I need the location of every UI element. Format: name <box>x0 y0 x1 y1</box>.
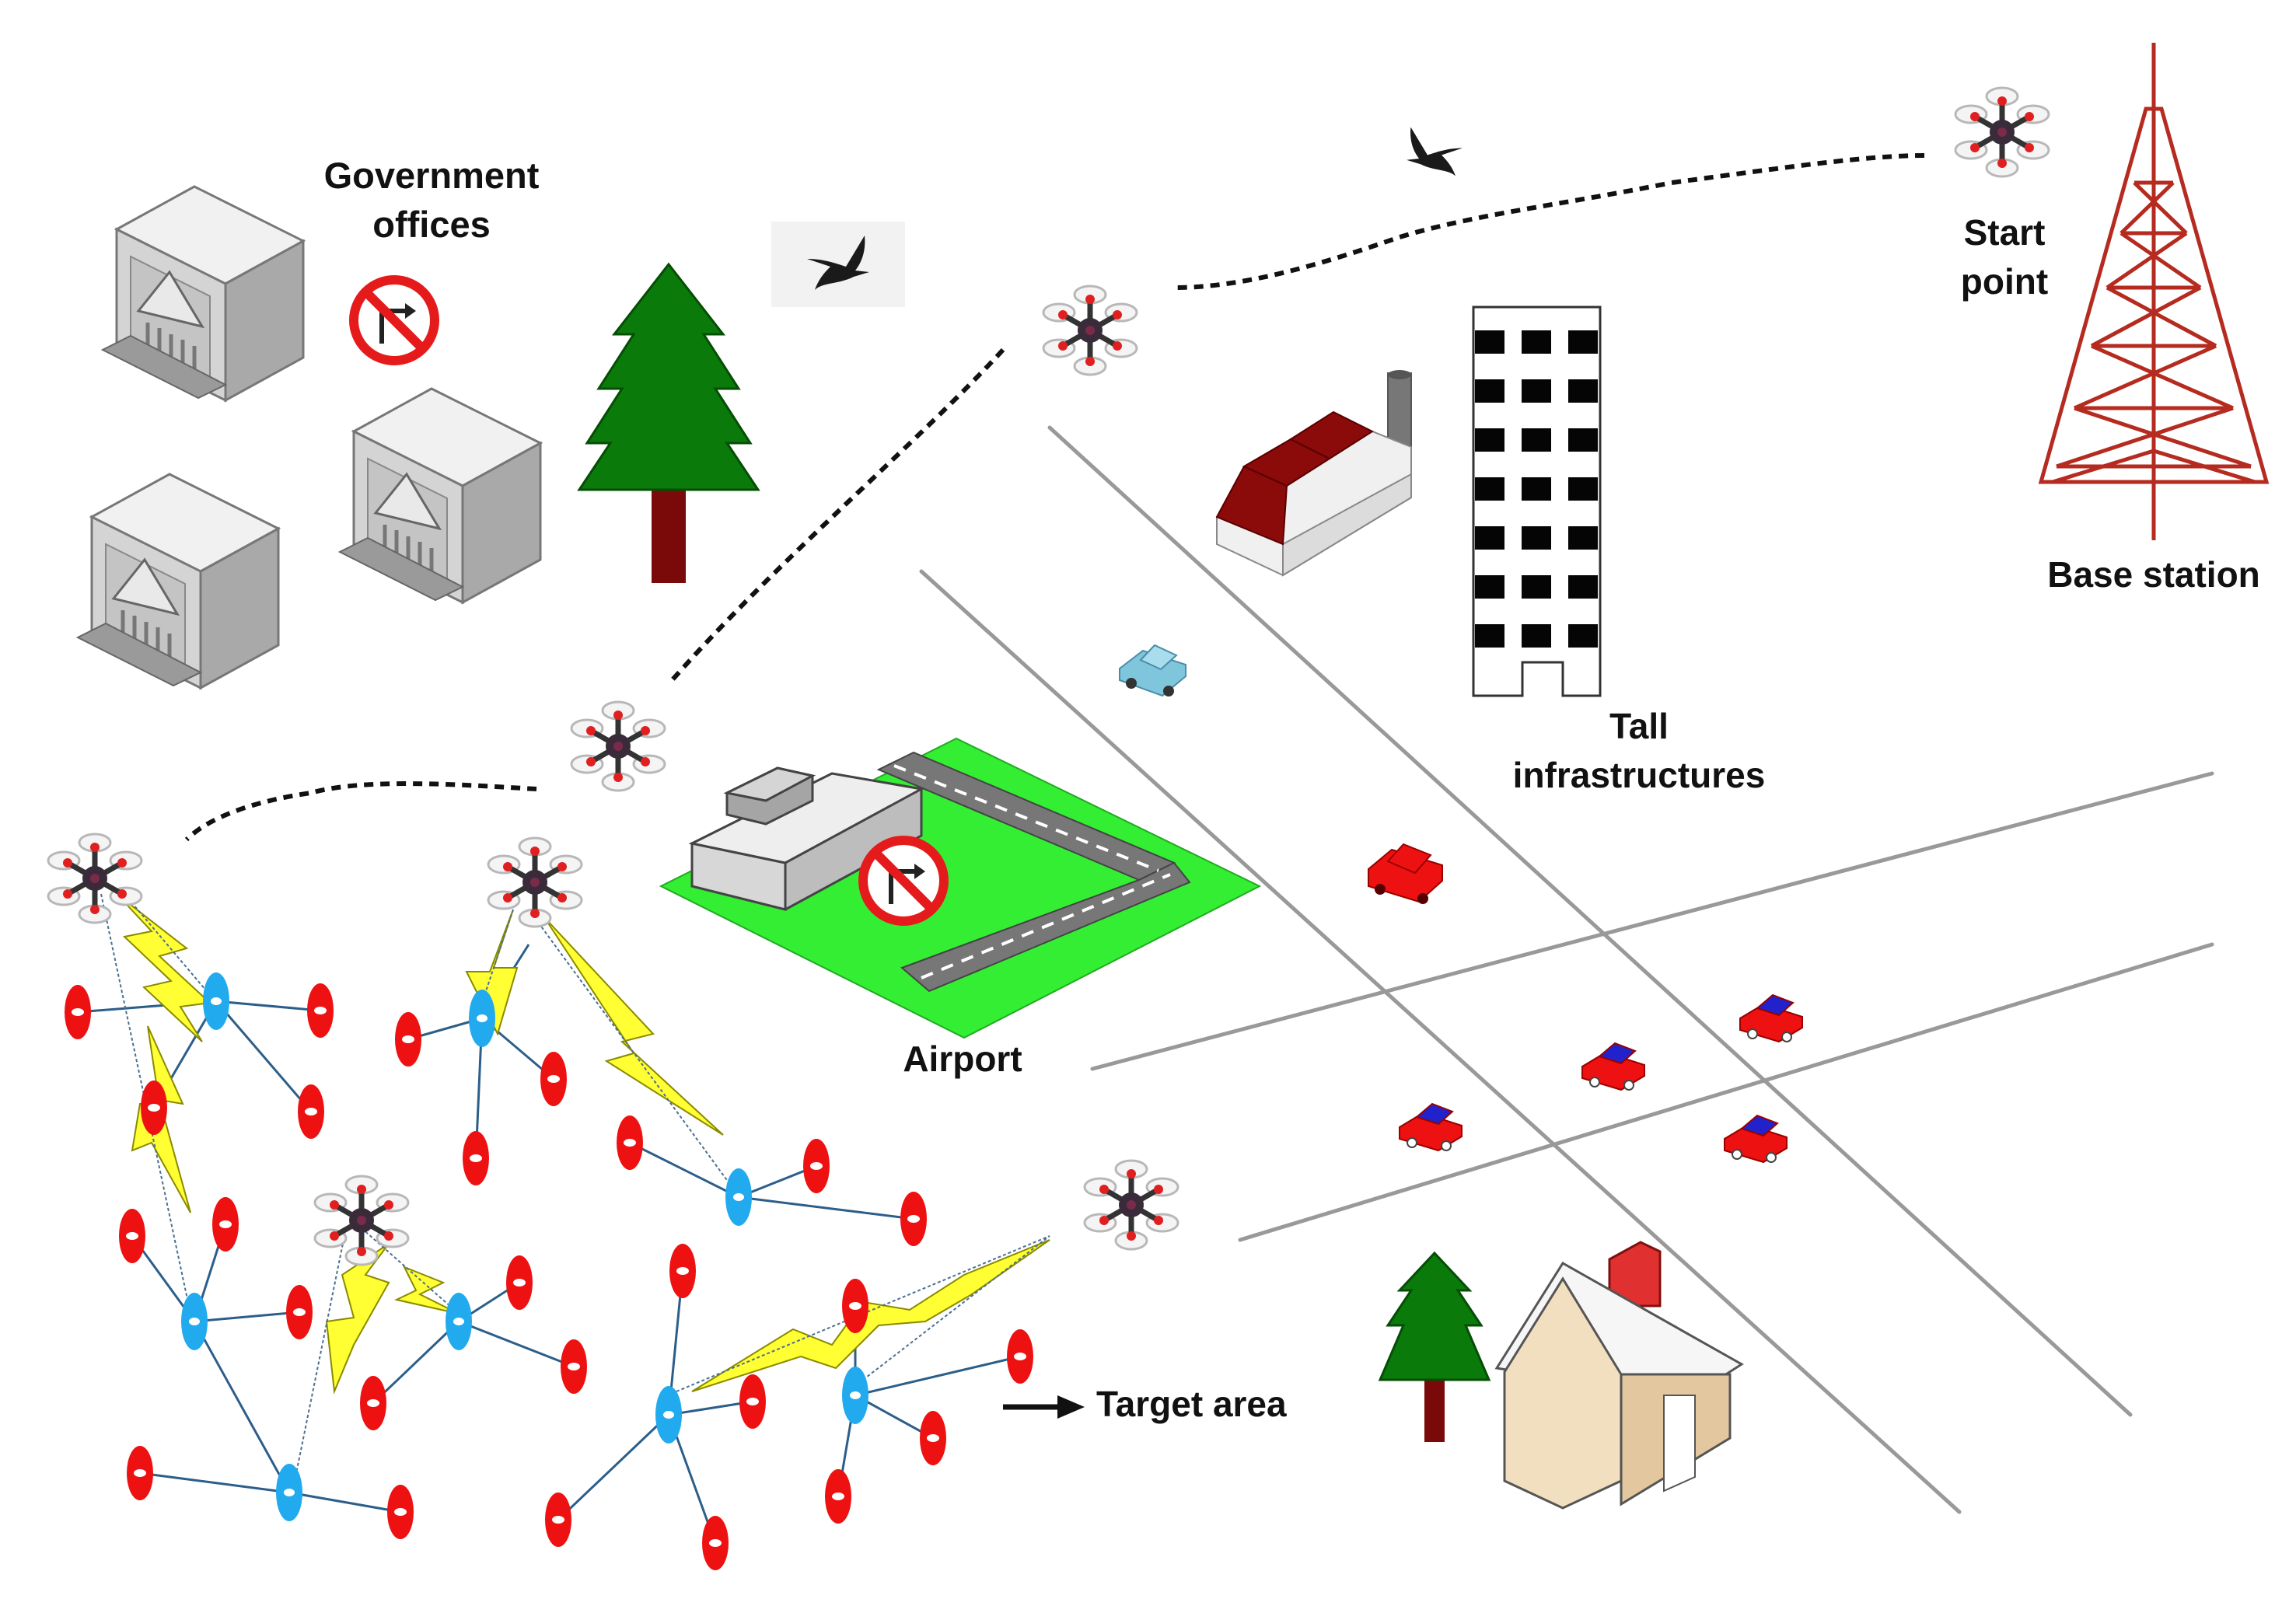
no-entry-sign-icon <box>354 280 435 361</box>
sensor-node-icon <box>1007 1329 1033 1384</box>
cluster-head-icon <box>725 1168 752 1226</box>
sensor-node-icon <box>387 1485 414 1539</box>
sensor-node-icon <box>920 1411 946 1465</box>
sensor-node-icon <box>212 1197 239 1252</box>
sensor-node-icon <box>545 1493 571 1547</box>
sensor-node-icon <box>803 1139 830 1193</box>
government-offices-label-2: offices <box>372 204 491 245</box>
cluster-head-icon <box>469 990 495 1047</box>
factory-icon <box>1215 370 1412 577</box>
drone-icon <box>315 1176 408 1265</box>
sensor-node-icon <box>307 983 334 1038</box>
sensor-node-icon <box>540 1052 567 1106</box>
sensor-node-icon <box>360 1376 386 1430</box>
sensor-node-icon <box>739 1374 766 1429</box>
sensor-node-icon <box>506 1255 533 1310</box>
sensor-node-icon <box>825 1469 851 1524</box>
drone-icon <box>571 702 665 791</box>
tree-icon <box>577 262 760 583</box>
bird-icon <box>1407 127 1463 176</box>
sensor-node-icon <box>463 1131 489 1185</box>
sensor-node-icon <box>298 1084 324 1139</box>
car-icon <box>1739 994 1803 1042</box>
building-icon <box>340 389 540 602</box>
arrow-icon <box>1003 1395 1085 1419</box>
drone-icon <box>1085 1161 1178 1249</box>
sensor-node-icon <box>669 1244 696 1298</box>
building-icon <box>103 187 303 400</box>
cluster-head-icon <box>276 1464 302 1521</box>
cluster-head-icon <box>655 1386 682 1444</box>
sensor-node-icon <box>141 1081 167 1135</box>
sensor-node-icon <box>286 1285 313 1339</box>
cluster-head-icon <box>203 972 229 1030</box>
tall-building-icon <box>1472 305 1602 697</box>
sensor-node-icon <box>561 1339 587 1394</box>
car-icon <box>1119 644 1186 697</box>
airport-label: Airport <box>903 1039 1022 1079</box>
sensor-node-icon <box>900 1192 927 1246</box>
sensor-node-icon <box>395 1012 421 1067</box>
sensor-node-icon <box>119 1209 145 1263</box>
target-area-label: Target area <box>1096 1384 1287 1424</box>
drone-icon <box>1955 88 2049 176</box>
sensor-node-icon <box>127 1446 153 1500</box>
start-point-label: Start <box>1964 212 2046 253</box>
sensor-node-icon <box>842 1279 868 1333</box>
cluster-head-icon <box>842 1367 868 1424</box>
drone-icon <box>1043 286 1137 375</box>
car-icon <box>1581 1042 1645 1091</box>
roads <box>919 425 2214 1514</box>
no-entry-sign-icon <box>863 840 944 921</box>
building-icon <box>78 474 278 688</box>
lightning-link-icon <box>116 893 1050 1395</box>
government-offices-label: Government <box>324 155 540 196</box>
cluster-head-icon <box>181 1293 208 1350</box>
airport-icon <box>659 737 1262 1039</box>
tall-infrastructures-label-2: infrastructures <box>1513 755 1766 795</box>
house-icon <box>1494 1241 1744 1510</box>
drone-icon <box>48 834 142 923</box>
sensor-node-icon <box>617 1115 643 1170</box>
tree-icon <box>1378 1251 1491 1442</box>
car-icon <box>1724 1115 1788 1163</box>
car-icon <box>1399 1103 1463 1151</box>
government-buildings <box>78 187 540 688</box>
tall-infrastructures-label: Tall <box>1609 706 1669 746</box>
base-station-label: Base station <box>2047 554 2260 595</box>
start-point-label-2: point <box>1961 261 2048 302</box>
sensor-node-icon <box>702 1516 729 1570</box>
tower-icon <box>2038 43 2270 540</box>
cluster-head-icon <box>446 1293 472 1350</box>
car-icon <box>1368 843 1443 904</box>
drone-icon <box>488 838 582 927</box>
flight-path <box>184 153 1925 842</box>
sensor-node-icon <box>65 985 91 1039</box>
